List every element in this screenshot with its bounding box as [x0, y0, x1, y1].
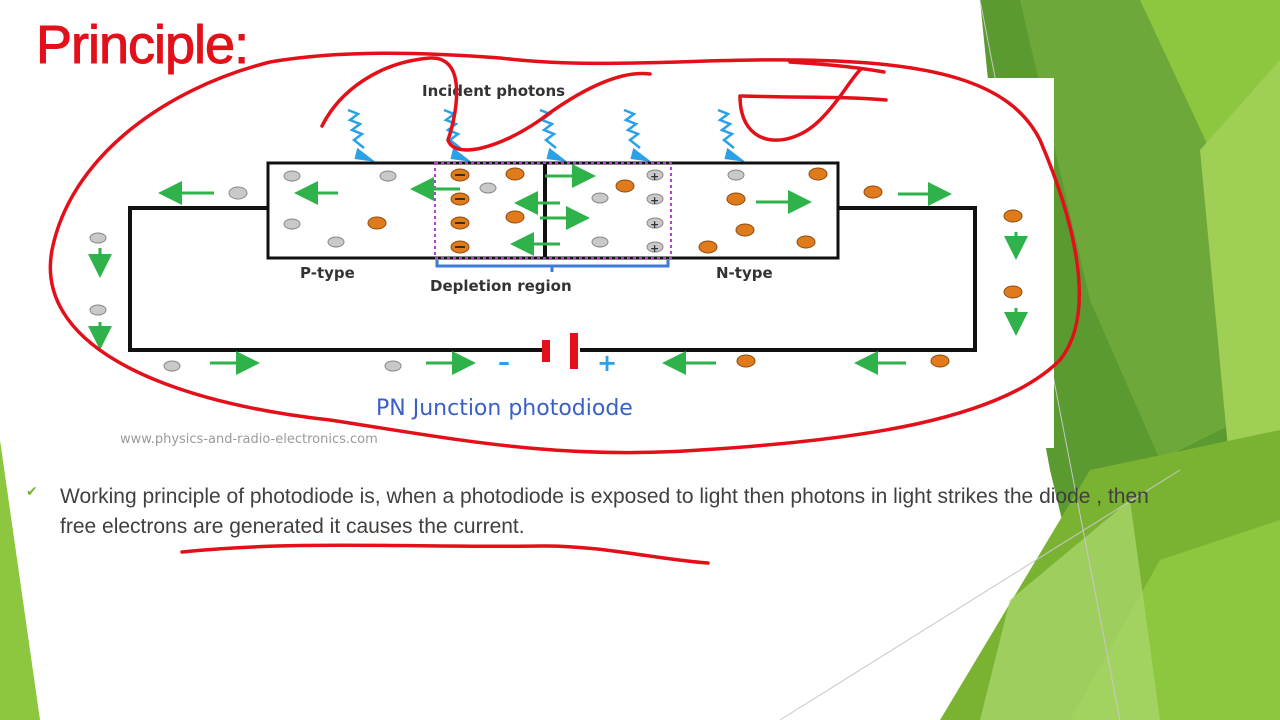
current-arrows [88, 164, 1028, 375]
hole-sign: + [650, 218, 659, 231]
hole-icon [591, 192, 609, 204]
battery-minus-sign: – [498, 348, 510, 376]
electron-icon [796, 235, 816, 249]
hole-icon [646, 193, 664, 205]
electron-icon [808, 167, 828, 181]
bullet-text: Working principle of photodiode is, when… [60, 485, 1149, 538]
hole-icon [89, 232, 107, 244]
annotation-underline [180, 543, 710, 565]
hole-icon [591, 236, 609, 248]
hole-sign: + [650, 194, 659, 207]
annotation-circle [48, 51, 1081, 455]
electron-icon [736, 354, 756, 368]
battery-icon [542, 333, 578, 369]
hole-icon [163, 360, 181, 372]
electron-icon [1003, 209, 1023, 223]
electron-icon [615, 179, 635, 193]
slide-title: Principle: [35, 15, 249, 76]
hole-icon [379, 170, 397, 182]
diagram-caption: PN Junction photodiode [376, 396, 633, 421]
holes [89, 169, 745, 372]
hole-icon [283, 170, 301, 182]
hole-icon [646, 217, 664, 229]
hole-icon [479, 182, 497, 194]
hole-icon [283, 218, 301, 230]
hole-signs: + + + + [650, 170, 659, 255]
photon-icon [717, 108, 746, 162]
hole-icon [89, 304, 107, 316]
photon-icon [347, 108, 376, 162]
annotation-scribble [320, 56, 652, 152]
hole-sign: + [650, 170, 659, 183]
depletion-region-label: Depletion region [430, 277, 572, 295]
hole-sign: + [650, 242, 659, 255]
electron-icon [735, 223, 755, 237]
photon-icon [623, 108, 652, 162]
electron-icon [698, 240, 718, 254]
circuit-wires [128, 206, 977, 352]
hole-icon [327, 236, 345, 248]
electron-icon [505, 167, 525, 181]
annotation-scribble [740, 94, 888, 102]
electron-icon [367, 216, 387, 230]
annotation-scribble [738, 68, 862, 142]
hole-icon [727, 169, 745, 181]
diagram-credit: www.physics-and-radio-electronics.com [120, 432, 378, 447]
hole-icon [228, 186, 248, 200]
hole-icon [384, 360, 402, 372]
depletion-region-border [434, 162, 672, 259]
n-type-label: N-type [716, 264, 773, 282]
diagram-panel [110, 78, 1054, 448]
hole-icon [646, 169, 664, 181]
pn-junction-box [266, 161, 840, 260]
annotation-scribble [788, 60, 886, 74]
p-type-label: P-type [300, 264, 355, 282]
electron-icon [863, 185, 883, 199]
depletion-bracket [435, 260, 670, 272]
check-icon: ✔ [26, 484, 38, 500]
electron-icon [1003, 285, 1023, 299]
electron-icon [930, 354, 950, 368]
battery-plus-sign: + [597, 349, 617, 377]
electron-icon [726, 192, 746, 206]
electron-minus-signs [455, 174, 465, 248]
hole-icon [646, 241, 664, 253]
